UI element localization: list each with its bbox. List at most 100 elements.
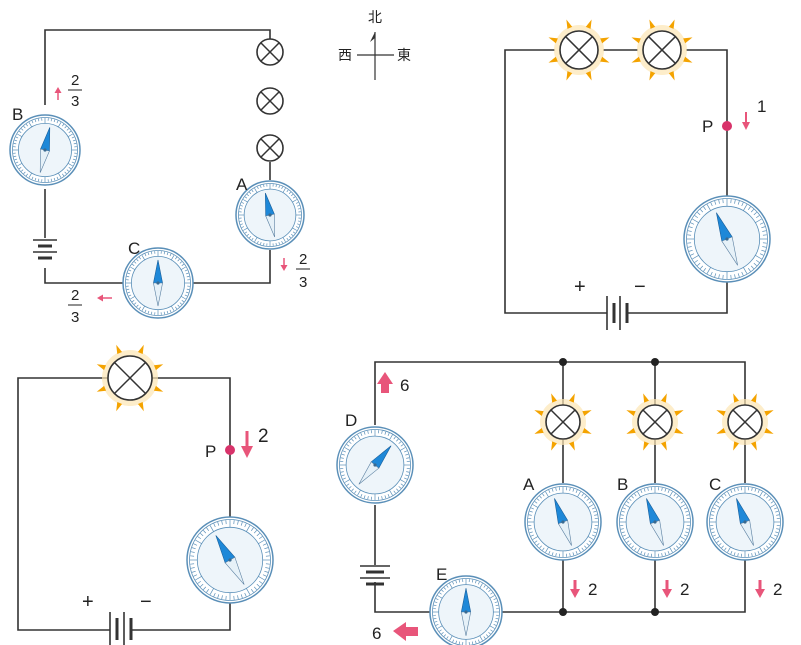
wire-loop: [44, 29, 271, 284]
fraction-a-numerator: 2: [299, 251, 307, 268]
light-ray: [733, 441, 739, 451]
label-b: B: [617, 475, 628, 494]
current-e: 6: [372, 624, 381, 643]
light-ray: [674, 410, 684, 416]
light-ray: [585, 19, 592, 29]
compass-ring: [709, 486, 781, 558]
light-ray: [116, 401, 123, 412]
current-arrow-e: [393, 622, 418, 641]
compass-ticks: [13, 118, 77, 182]
north-label: 北: [368, 10, 382, 26]
bulb-filament: [642, 409, 668, 435]
compass-a: [235, 180, 305, 250]
light-ray: [96, 364, 107, 371]
battery: [360, 565, 390, 586]
light-ray: [96, 385, 107, 392]
light-ray: [643, 393, 649, 403]
bulb-filament: [732, 409, 758, 435]
bulb-filament: [260, 138, 280, 158]
current-arrow-a: [280, 258, 288, 271]
compass-ticks: [190, 520, 270, 600]
light-ray: [643, 441, 649, 451]
compass-ticks: [710, 487, 780, 557]
needle-pivot: [268, 213, 272, 217]
battery: [33, 239, 57, 260]
point-p: [722, 121, 732, 131]
compass: [186, 516, 274, 604]
compass-ticks: [687, 199, 767, 279]
compass: [683, 195, 771, 283]
light-ray: [716, 410, 726, 416]
light-ray: [674, 428, 684, 434]
compass-e: [429, 575, 503, 645]
label-b: B: [12, 105, 23, 124]
compass-b: [9, 114, 81, 186]
compass-needle: [736, 498, 754, 546]
needle-pivot: [228, 558, 232, 562]
needle-pivot: [373, 463, 377, 467]
light-ray: [600, 56, 610, 63]
panel-one-bulb: + − P 2: [17, 344, 274, 645]
current-c: 2: [773, 580, 782, 599]
bulb-filament: [648, 36, 676, 64]
light-ray: [566, 19, 573, 29]
light-ray: [661, 393, 667, 403]
current-a: 2: [588, 580, 597, 599]
junction-dot: [651, 608, 659, 616]
current-arrow: [742, 112, 750, 130]
minus-sign: −: [634, 276, 646, 298]
plus-sign: +: [574, 276, 586, 298]
light-ray: [534, 428, 544, 434]
bulb-filament: [565, 36, 593, 64]
current-value: 1: [757, 97, 766, 116]
needle-pivot: [464, 610, 468, 614]
current-b: 2: [680, 580, 689, 599]
compass-ticks: [126, 251, 190, 315]
bulb: [256, 87, 284, 115]
light-ray: [582, 410, 592, 416]
light-ray: [751, 393, 757, 403]
current-arrow-branch-c: [755, 580, 765, 598]
current-value: 2: [258, 426, 269, 447]
compass-ticks: [528, 487, 598, 557]
needle-pivot: [743, 520, 747, 524]
light-ray: [661, 441, 667, 451]
light-ray: [626, 410, 636, 416]
light-ray: [683, 37, 693, 44]
compass-a: [524, 483, 602, 561]
light-ray: [683, 56, 693, 63]
light-ray: [137, 344, 144, 355]
battery: [606, 296, 629, 330]
light-ray: [548, 56, 558, 63]
fraction-c-denominator: 3: [71, 309, 79, 326]
light-ray: [649, 71, 656, 81]
light-ray: [137, 401, 144, 412]
light-ray: [569, 393, 575, 403]
panel-series-three-bulbs: B A C 2 3 2 3 2 3: [9, 29, 310, 326]
light-ray: [751, 441, 757, 451]
light-ray: [569, 441, 575, 451]
needle-pivot: [725, 237, 729, 241]
light-ray: [764, 410, 774, 416]
current-arrow-b: [54, 87, 62, 100]
light-ray: [582, 428, 592, 434]
light-ray: [733, 393, 739, 403]
needle-pivot: [43, 148, 47, 152]
compass-ring: [238, 183, 302, 247]
compass-ring: [189, 519, 271, 601]
light-ray: [716, 428, 726, 434]
light-ray: [631, 56, 641, 63]
current-arrow: [241, 431, 253, 458]
compass-ring: [686, 198, 768, 280]
light-ray: [548, 37, 558, 44]
bulb-filament: [260, 91, 280, 111]
label-a: A: [236, 175, 248, 194]
compass-c: [706, 483, 784, 561]
current-arrow-branch-b: [662, 580, 672, 598]
compass-b: [616, 483, 694, 561]
compass-ring: [12, 117, 78, 183]
compass-ring: [619, 486, 691, 558]
current-arrow-d: [377, 372, 393, 393]
bulb: [96, 344, 164, 412]
